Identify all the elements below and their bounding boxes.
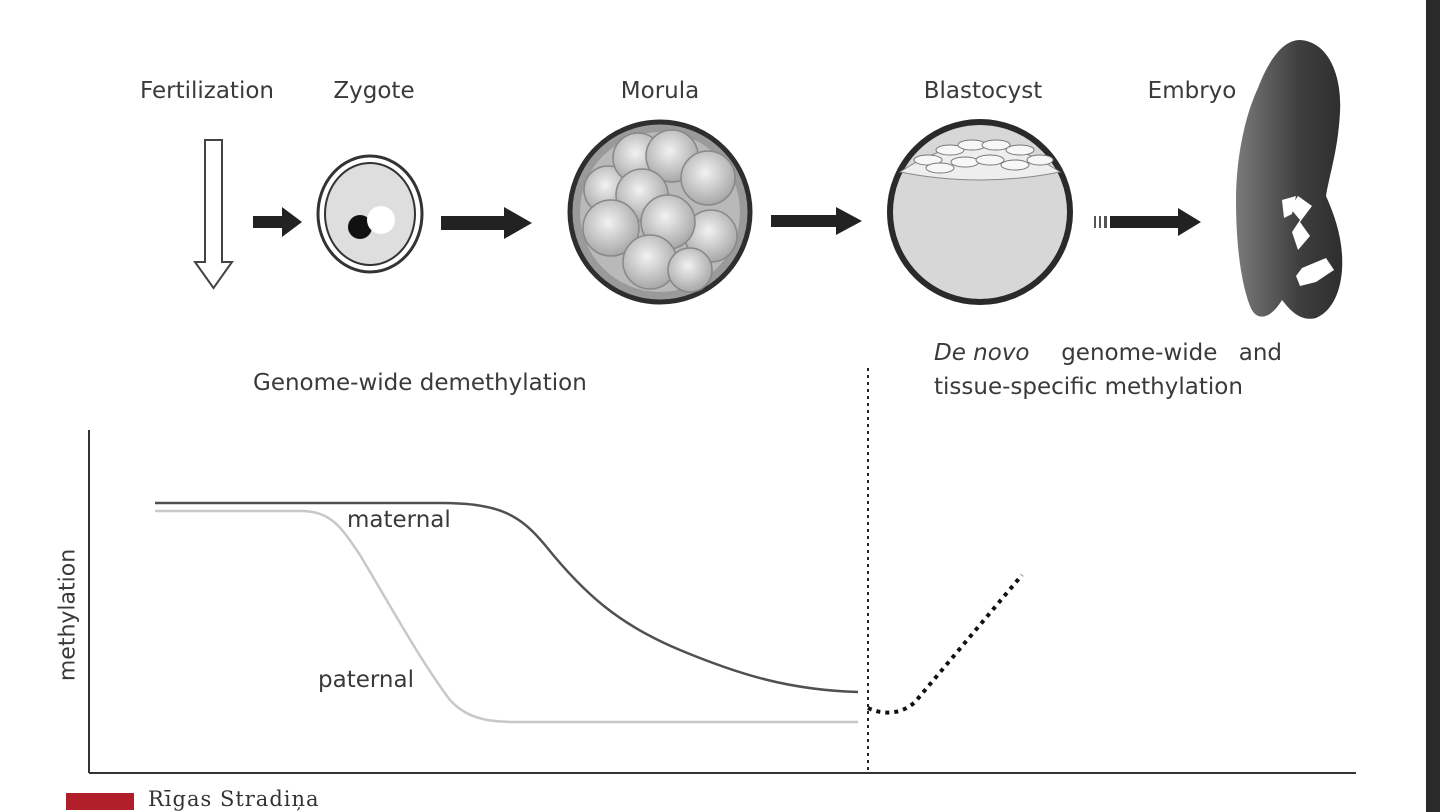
- graph-axes: [88, 430, 1356, 774]
- morula-illustration: [567, 119, 753, 305]
- arrow-morula-to-blastocyst: [771, 207, 862, 235]
- logo-mark: [66, 793, 134, 810]
- y-axis-label: methylation: [55, 548, 81, 682]
- embryo-illustration: [1236, 40, 1343, 319]
- stage-label-morula: Morula: [620, 78, 700, 104]
- stage-label-embryo: Embryo: [1147, 78, 1237, 104]
- demethylation-label: Genome-wide demethylation: [253, 370, 587, 396]
- maternal-curve: [155, 501, 859, 694]
- arrow-fertilization-to-zygote: [253, 207, 302, 237]
- stage-label-fertilization: Fertilization: [140, 78, 274, 104]
- paternal-curve: [155, 509, 858, 724]
- paternal-label: paternal: [318, 667, 414, 693]
- zygote-illustration: [316, 154, 424, 274]
- right-edge-bar: [1426, 0, 1440, 812]
- stage-label-zygote: Zygote: [333, 78, 415, 104]
- de-novo-italic-text: De novo: [934, 340, 1030, 366]
- de-novo-line2-text: tissue-specific methylation: [934, 374, 1243, 400]
- logo-text: Rīgas Stradiņa: [148, 787, 320, 811]
- maternal-label: maternal: [347, 507, 451, 533]
- arrow-zygote-to-morula: [441, 207, 532, 239]
- de-novo-methylation-curve: [867, 573, 1024, 715]
- stage-label-blastocyst: Blastocyst: [923, 78, 1043, 104]
- de-novo-line1-text: genome-wide and: [1061, 340, 1282, 366]
- blastocyst-illustration: [887, 119, 1073, 305]
- arrow-blastocyst-to-embryo: [1094, 208, 1201, 236]
- de-novo-methylation-label: De novo genome-wide and tissue-specific …: [934, 336, 1282, 404]
- fertilization-arrow: [193, 139, 234, 290]
